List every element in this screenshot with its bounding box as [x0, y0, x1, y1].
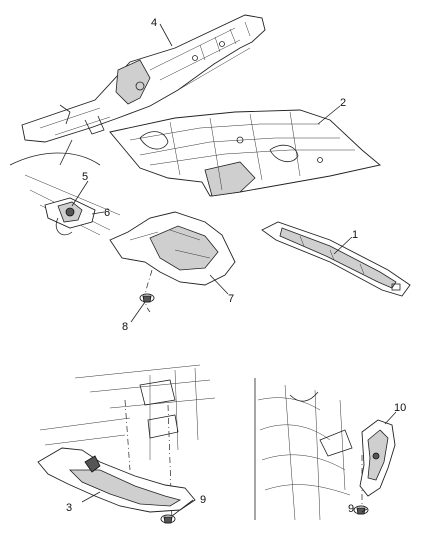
clip-part-8	[139, 293, 155, 303]
callout-7: 7	[228, 293, 234, 305]
callout-9-left: 9	[200, 494, 206, 506]
callout-5: 5	[82, 171, 88, 183]
callout-10: 10	[394, 402, 406, 414]
detail-view-nut-bracket	[9, 139, 121, 236]
crossmember-part-1	[261, 221, 411, 297]
callout-4: 4	[151, 17, 157, 29]
detail-view-part-3	[37, 364, 216, 524]
callout-3: 3	[66, 502, 72, 514]
floor-pan-part-2	[109, 109, 381, 197]
frame-rail-part-4	[21, 14, 266, 143]
callout-1: 1	[352, 229, 358, 241]
callout-6: 6	[104, 207, 110, 219]
callout-8: 8	[122, 321, 128, 333]
callout-9-right: 9	[348, 503, 354, 515]
leader-lines	[71, 23, 397, 517]
bracket-part-7	[109, 211, 236, 313]
callout-2: 2	[340, 97, 346, 109]
detail-view-part-10	[254, 378, 396, 521]
callout-labels: 4 2 1 5 6 7 8 3 9 9 10	[66, 17, 406, 515]
